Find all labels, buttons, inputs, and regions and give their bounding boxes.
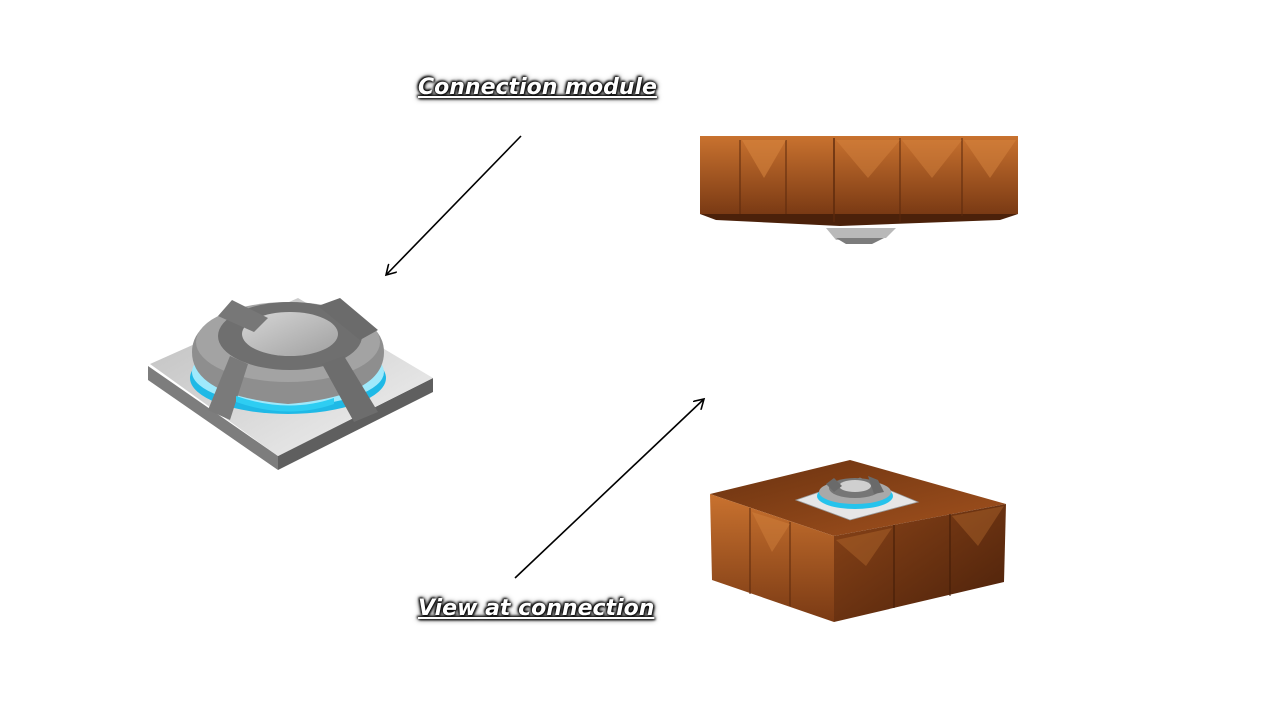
view-at-connection-label: View at connection [418,596,655,621]
lower-copper-block-render [710,460,1006,622]
connection-module-render [148,298,433,470]
arrow-to-connection [514,399,704,579]
arrow-to-module [386,135,522,275]
connection-module-label: Connection module [418,75,657,100]
upper-copper-block-render [700,136,1018,244]
